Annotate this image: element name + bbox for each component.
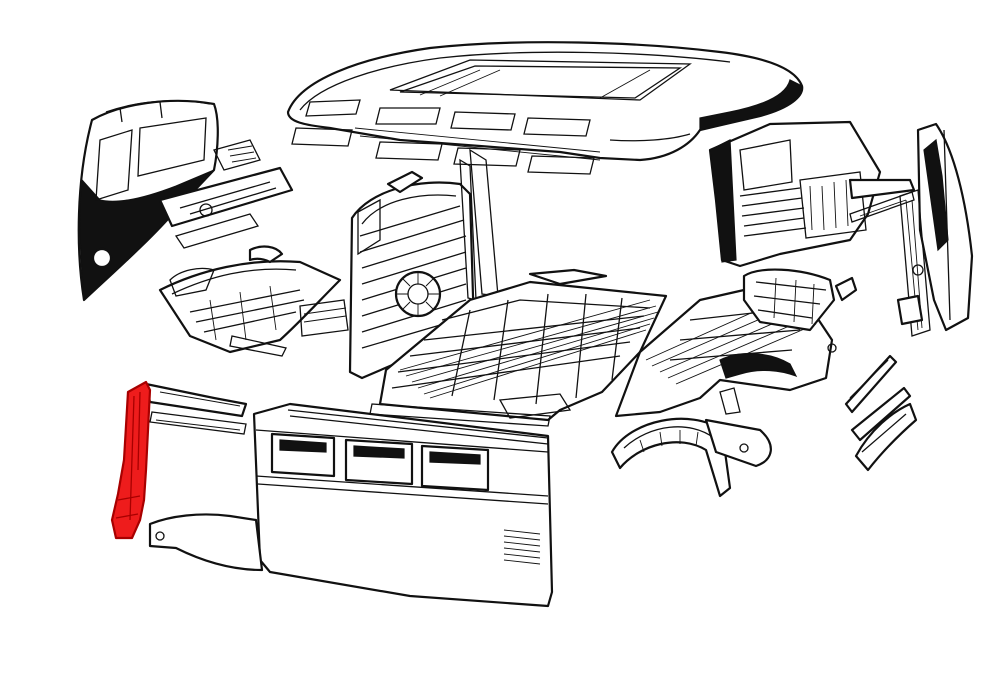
roof-panel bbox=[286, 41, 804, 175]
left-side-panel bbox=[144, 382, 554, 608]
rear-floor-section bbox=[614, 268, 858, 418]
right-rear-corner-panel bbox=[896, 122, 974, 337]
rear-wheel-arch bbox=[610, 417, 772, 498]
right-side-inner-panel bbox=[708, 120, 916, 268]
rear-lower-brackets bbox=[844, 354, 918, 472]
left-rear-corner-pillar bbox=[110, 380, 152, 540]
front-cab-section bbox=[77, 99, 294, 302]
front-floor-section bbox=[158, 245, 349, 357]
cargo-floor-panel bbox=[369, 268, 668, 427]
